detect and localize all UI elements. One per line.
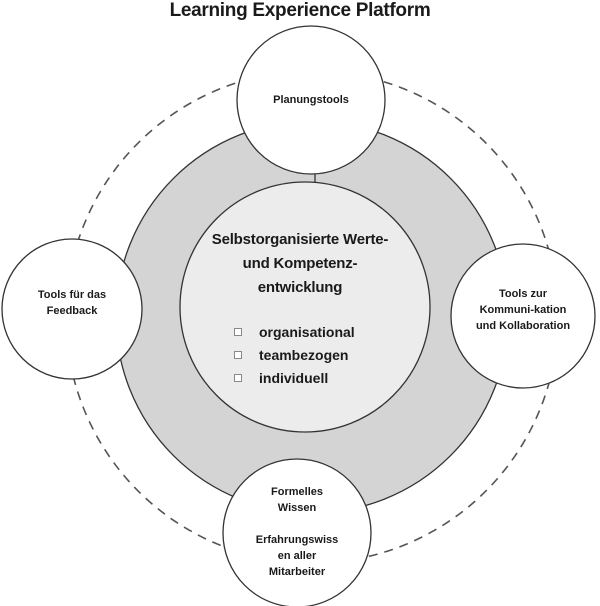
list-item-label: teambezogen (259, 346, 349, 363)
node-bottom-line: en aller (277, 550, 317, 562)
center-heading-line: Selbstorganisierte Werte- (211, 231, 389, 248)
center-item-list: organisational teambezogen individuell (234, 320, 355, 389)
node-left-line: Tools für das (37, 289, 107, 301)
list-item: teambezogen (234, 343, 355, 366)
diagram-title: Learning Experience Platform (169, 0, 431, 21)
node-bottom-label: Formelles Wissen Erfahrungswiss en aller… (232, 484, 362, 580)
checkbox-bullet-icon (234, 350, 242, 359)
checkbox-bullet-icon (234, 373, 242, 382)
center-circle (179, 181, 431, 433)
node-right-label: Tools zur Kommuni-kation und Kollaborati… (458, 286, 588, 334)
node-right-line: Tools zur (498, 288, 548, 300)
node-right-line: und Kollaboration (475, 320, 571, 332)
center-heading: Selbstorganisierte Werte- und Kompetenz-… (205, 228, 395, 300)
node-left-circle (1, 238, 143, 380)
list-item: organisational (234, 320, 355, 343)
node-top-circle (236, 25, 386, 175)
checkbox-bullet-icon (234, 327, 242, 336)
node-right-line: Kommuni-kation (479, 304, 567, 316)
node-bottom-line: Erfahrungswiss (255, 534, 339, 546)
node-bottom-circle (222, 458, 372, 606)
node-bottom-line (232, 516, 362, 532)
list-item-label: individuell (259, 369, 329, 386)
center-heading-line: entwicklung (257, 279, 343, 296)
node-left-line: Feedback (46, 305, 98, 317)
node-left-label: Tools für das Feedback (10, 287, 134, 319)
node-top-line: Planungstools (273, 94, 349, 106)
list-item-label: organisational (259, 323, 355, 340)
node-bottom-line: Wissen (277, 502, 317, 514)
center-heading-line: und Kompetenz- (242, 255, 358, 272)
node-bottom-line: Mitarbeiter (268, 566, 326, 578)
node-top-label: Planungstools (245, 92, 377, 108)
list-item: individuell (234, 366, 355, 389)
node-right-circle (450, 243, 596, 389)
node-bottom-line: Formelles (271, 486, 323, 498)
